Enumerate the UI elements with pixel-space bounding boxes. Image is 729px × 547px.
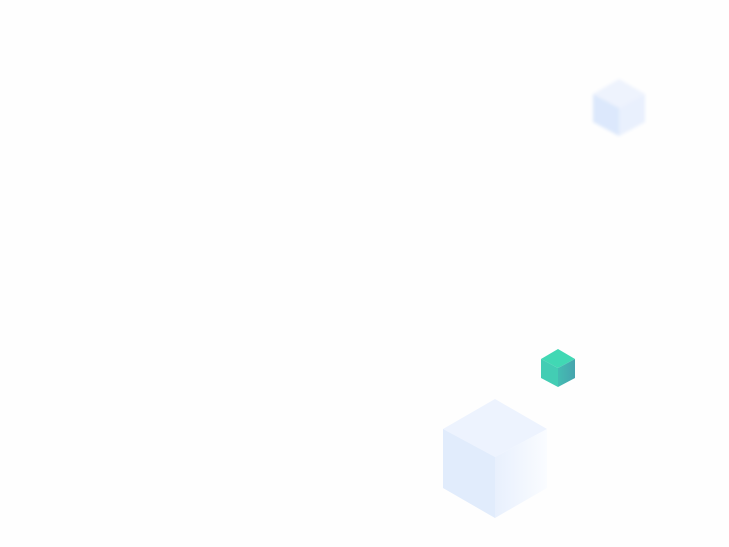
large-cube-icon — [443, 399, 547, 518]
blurred-cube-icon — [593, 79, 645, 136]
green-cube-icon — [541, 349, 575, 387]
